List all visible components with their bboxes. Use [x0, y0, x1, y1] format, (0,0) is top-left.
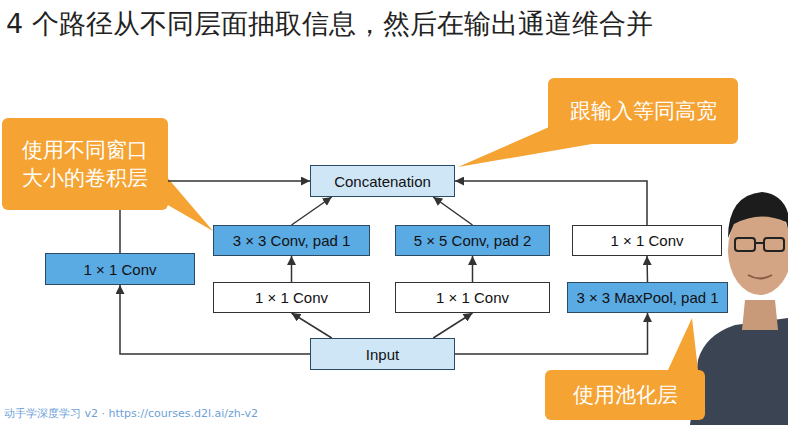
- input-box: Input: [310, 338, 455, 370]
- conv-box: 1 × 1 Conv: [213, 282, 370, 313]
- callout-text: 使用池化层: [573, 381, 678, 409]
- callout-note: 跟输入等同高宽: [548, 78, 738, 144]
- box-label: 3 × 3 MaxPool, pad 1: [576, 289, 718, 306]
- flow-arrow: [291, 256, 293, 282]
- callout-text: 使用不同窗口 大小的卷积层: [16, 136, 154, 193]
- box-label: 1 × 1 Conv: [255, 289, 328, 306]
- conv-box: 1 × 1 Conv: [395, 282, 550, 313]
- footer-note: 动手学深度学习 v2 · https://courses.d2l.ai/zh-v…: [4, 406, 258, 421]
- callout-text: 跟输入等同高宽: [570, 97, 717, 125]
- pool-box: 3 × 3 MaxPool, pad 1: [567, 282, 728, 313]
- box-label: 1 × 1 Conv: [84, 261, 157, 278]
- callout-tail: [668, 318, 698, 370]
- flow-arrow: [433, 313, 472, 338]
- concat-box: Concatenation: [310, 165, 455, 197]
- flow-arrow: [292, 313, 332, 338]
- slide-title: 4 个路径从不同层面抽取信息，然后在输出通道维合并: [6, 6, 653, 42]
- conv-box: 5 × 5 Conv, pad 2: [395, 225, 550, 256]
- callout-note: 使用不同窗口 大小的卷积层: [2, 118, 168, 210]
- flow-arrow: [292, 197, 332, 225]
- conv-box: 1 × 1 Conv: [45, 253, 195, 285]
- box-label: Input: [366, 346, 399, 363]
- box-label: 5 × 5 Conv, pad 2: [414, 232, 532, 249]
- conv-box: 1 × 1 Conv: [572, 225, 722, 256]
- flow-arrow: [433, 197, 472, 225]
- flow-arrow: [455, 313, 648, 354]
- box-label: 1 × 1 Conv: [611, 232, 684, 249]
- box-label: 1 × 1 Conv: [436, 289, 509, 306]
- flow-arrow: [472, 256, 474, 282]
- box-label: 3 × 3 Conv, pad 1: [233, 232, 351, 249]
- conv-box: 3 × 3 Conv, pad 1: [213, 225, 370, 256]
- callout-tail: [166, 176, 213, 231]
- callout-note: 使用池化层: [545, 370, 705, 420]
- flow-arrow: [646, 256, 648, 282]
- flow-arrow: [455, 181, 647, 225]
- box-label: Concatenation: [334, 173, 431, 190]
